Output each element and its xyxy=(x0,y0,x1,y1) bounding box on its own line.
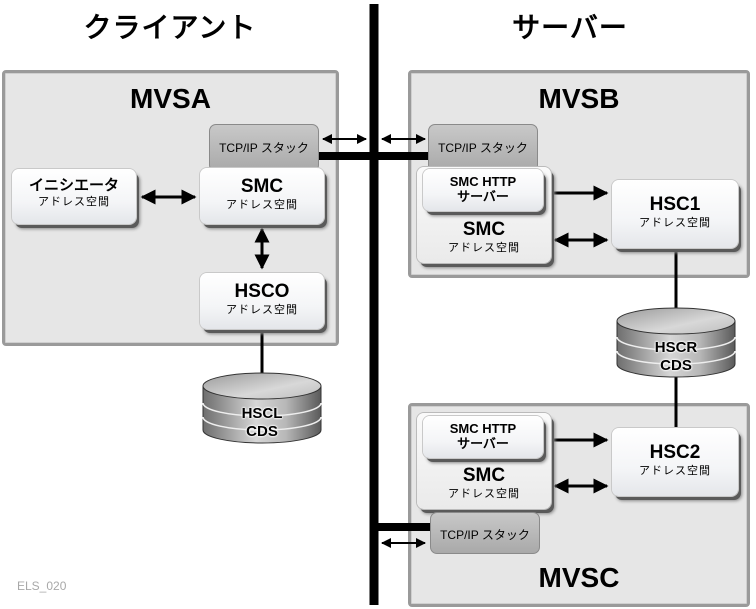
mvsa-tcp-stack: TCP/IP スタック xyxy=(209,124,319,172)
mvsc-smc-sub: アドレス空間 xyxy=(448,488,520,500)
mvsb-title: MVSB xyxy=(538,83,620,114)
hscl-line1: HSCL xyxy=(241,405,283,422)
mvsb-tcp-label: TCP/IP スタック xyxy=(438,141,528,155)
hsc1-sub: アドレス空間 xyxy=(639,217,711,229)
mvsc-http-line1: SMC HTTP xyxy=(449,421,517,436)
hscr-line2: CDS xyxy=(660,357,692,374)
mvsc-http-server-node: SMC HTTP サーバー xyxy=(423,416,543,458)
mvsc-http-line2: サーバー xyxy=(457,436,509,451)
hscr-database-icon xyxy=(616,307,736,378)
mvsc-smc-name: SMC xyxy=(462,465,506,486)
mvsc-tcp-label: TCP/IP スタック xyxy=(440,528,530,542)
mvsc-hsc2-node: HSC2 アドレス空間 xyxy=(612,428,738,496)
mvsa-smc-name: SMC xyxy=(240,176,284,197)
hscr-database-label: HSCR CDS xyxy=(636,339,716,375)
hsco-name: HSCO xyxy=(234,281,290,302)
hscl-line2: CDS xyxy=(246,423,278,440)
mvsc-tcp-stack: TCP/IP スタック xyxy=(430,512,540,554)
mvsa-initiator-node: イニシエータ アドレス空間 xyxy=(12,169,136,224)
hsco-sub: アドレス空間 xyxy=(226,304,298,316)
initiator-name: イニシエータ xyxy=(28,177,119,194)
mvsb-hsc1-node: HSC1 アドレス空間 xyxy=(612,180,738,248)
mvsb-smc-sub: アドレス空間 xyxy=(448,242,520,254)
server-heading: サーバー xyxy=(512,12,628,43)
mvsa-hsco-node: HSCO アドレス空間 xyxy=(200,273,324,329)
mvsb-http-server-node: SMC HTTP サーバー xyxy=(423,169,543,211)
hscl-database-icon xyxy=(202,372,322,444)
client-heading: クライアント xyxy=(83,12,257,43)
hsc2-sub: アドレス空間 xyxy=(639,465,711,477)
mvsb-tcp-stack: TCP/IP スタック xyxy=(428,124,538,172)
mvsa-smc-node: SMC アドレス空間 xyxy=(200,168,324,224)
mvsa-title: MVSA xyxy=(130,83,211,114)
mvsa-smc-sub: アドレス空間 xyxy=(226,199,298,211)
mvsa-tcp-label: TCP/IP スタック xyxy=(219,141,309,155)
mvsb-http-line2: サーバー xyxy=(457,189,509,204)
initiator-sub: アドレス空間 xyxy=(38,196,110,208)
hsc2-name: HSC2 xyxy=(649,442,701,463)
hsc1-name: HSC1 xyxy=(649,194,701,215)
mvsb-smc-name: SMC xyxy=(462,219,506,240)
figure-caption: ELS_020 xyxy=(17,579,67,593)
hscl-database-label: HSCL CDS xyxy=(222,405,302,441)
hscr-line1: HSCR xyxy=(654,339,698,356)
mvsb-http-line1: SMC HTTP xyxy=(449,174,517,189)
mvsc-title: MVSC xyxy=(538,562,620,593)
